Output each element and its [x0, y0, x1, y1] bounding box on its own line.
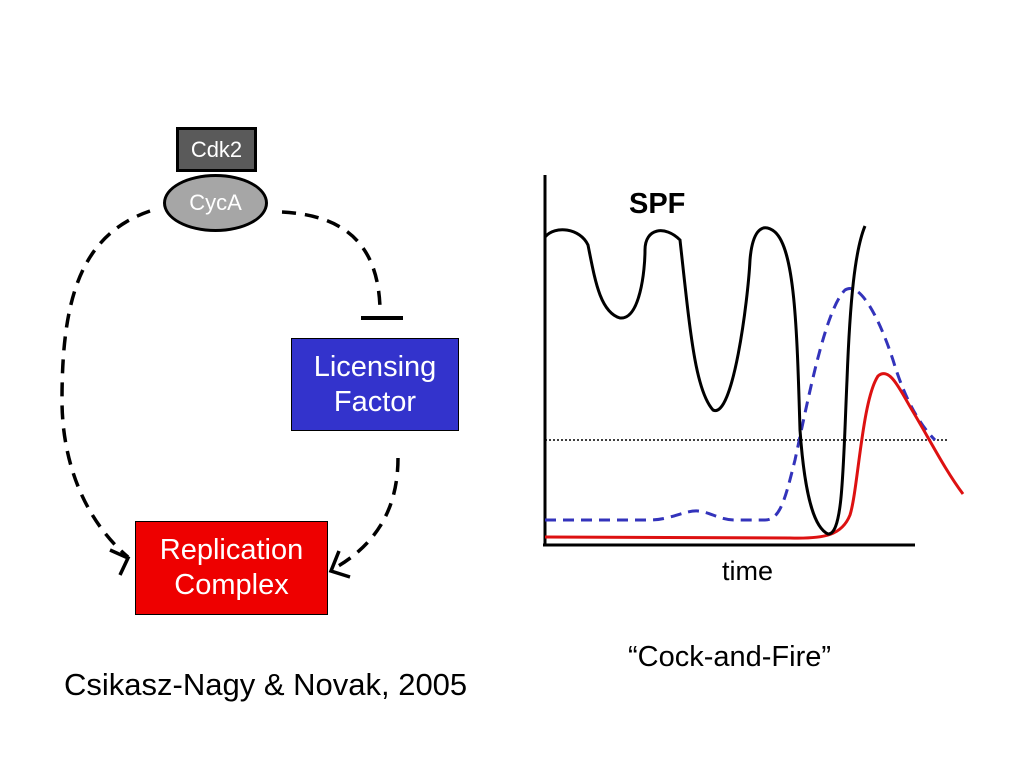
cdk2-node: Cdk2 [176, 127, 257, 172]
spf-curve [543, 225, 867, 536]
plot-caption: “Cock-and-Fire” [628, 641, 832, 673]
arrowhead-left-icon [109, 548, 131, 576]
x-axis-label: time [722, 556, 774, 586]
cyca-node: CycA [163, 174, 268, 232]
blue-dashed-curve [545, 286, 937, 522]
inhibition-line-cyca-to-licensing [281, 210, 382, 309]
replication-complex-node: Replication Complex [135, 521, 328, 615]
activation-arrow-licensing-to-replication [334, 457, 400, 570]
arrowhead-right-icon [328, 550, 351, 579]
spf-curve-label: SPF [629, 188, 686, 220]
activation-arrow-cyca-to-replication [60, 209, 151, 559]
citation-text: Csikasz-Nagy & Novak, 2005 [64, 667, 468, 702]
licensing-factor-node: Licensing Factor [291, 338, 459, 431]
red-curve [544, 372, 965, 540]
